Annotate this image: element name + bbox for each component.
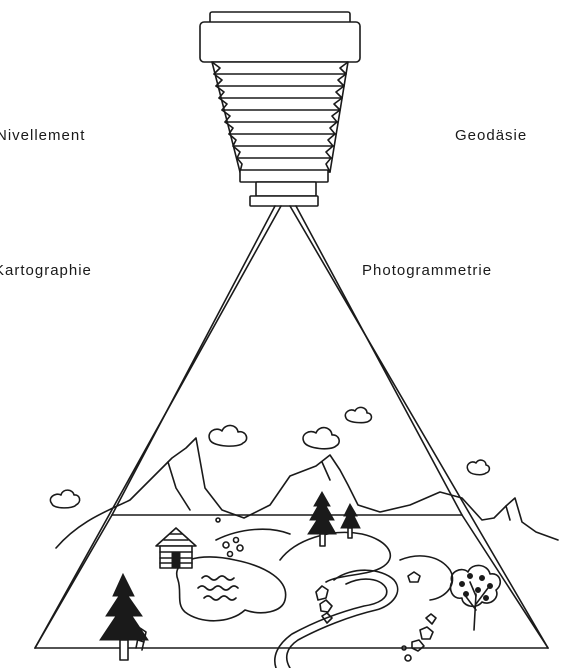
river [275, 570, 398, 668]
cloud [303, 428, 339, 449]
aerial-camera [200, 12, 360, 206]
label-kartographie: Kartographie [0, 262, 92, 279]
label-photogrammetrie: Photogrammetrie [362, 262, 492, 279]
cloud [209, 425, 247, 446]
conifer-tree [100, 574, 148, 660]
deciduous-tree [450, 565, 500, 630]
lake [177, 557, 286, 621]
cloud [467, 460, 489, 475]
label-geodaesie: Geodäsie [455, 127, 527, 144]
cloud [50, 490, 79, 508]
stone-wall [316, 572, 436, 651]
camera-bellows [212, 62, 348, 172]
pebbles [216, 518, 411, 661]
cabin [156, 528, 196, 568]
mountains [56, 438, 558, 548]
cloud [345, 407, 371, 422]
label-nivellement: Nivellement [0, 127, 85, 144]
